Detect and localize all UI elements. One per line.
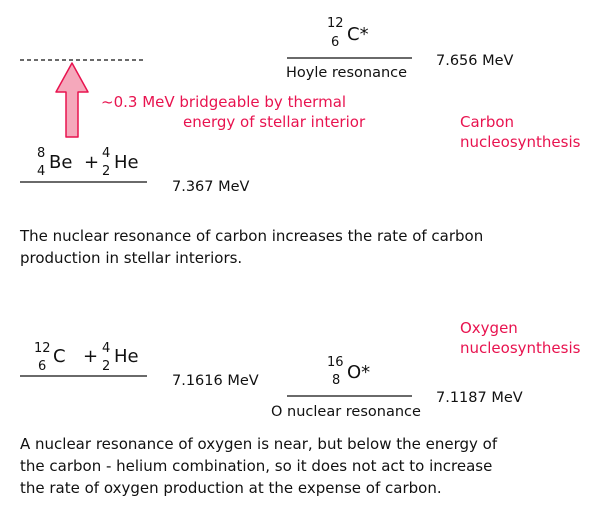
helium4-mass-number: 4 xyxy=(102,146,110,161)
oxygen-title-line1: Oxygen xyxy=(460,319,518,337)
oxygen-description: A nuclear resonance of oxygen is near, b… xyxy=(20,433,497,499)
helium4-reactant-atomic-number: 2 xyxy=(102,359,110,374)
oxygen-title-line2: nucleosynthesis xyxy=(460,339,581,357)
oxygen16-atomic-number: 8 xyxy=(332,373,340,388)
carbon-description-line1: The nuclear resonance of carbon increase… xyxy=(20,227,484,245)
oxygen-resonance-energy: 7.1187 MeV xyxy=(436,390,523,406)
oxygen-resonance-label: O nuclear resonance xyxy=(271,404,421,420)
carbon-description-line2: production in stellar interiors. xyxy=(20,249,243,267)
oxygen-description-line1: A nuclear resonance of oxygen is near, b… xyxy=(20,435,498,453)
energy-gap-arrow-icon xyxy=(55,62,89,138)
oxygen-description-line3: the rate of oxygen production at the exp… xyxy=(20,479,442,497)
helium-reactant-symbol: He xyxy=(114,346,139,367)
energy-gap-note-line2: energy of stellar interior xyxy=(183,113,366,131)
carbon12-excited-symbol: C* xyxy=(347,24,369,45)
oxygen16-excited-symbol: O* xyxy=(347,362,370,383)
carbon-reaction-plus: + xyxy=(84,152,99,173)
oxygen-reaction-plus: + xyxy=(83,346,98,367)
hoyle-resonance-label: Hoyle resonance xyxy=(286,65,407,81)
beryllium8-mass-number: 8 xyxy=(37,146,45,161)
carbon-title-line1: Carbon xyxy=(460,113,514,131)
helium4-atomic-number: 2 xyxy=(102,164,110,179)
energy-gap-note-line1: ~0.3 MeV bridgeable by thermal xyxy=(101,93,346,111)
oxygen-description-line2: the carbon - helium combination, so it d… xyxy=(20,457,493,475)
carbon12-atomic-number: 6 xyxy=(331,35,339,50)
oxygen16-mass-number: 16 xyxy=(327,355,344,370)
carbon12-mass-number: 12 xyxy=(327,16,344,31)
carbon12-reactant-atomic-number: 6 xyxy=(38,359,46,374)
beryllium-symbol: Be xyxy=(49,152,72,173)
beryllium8-atomic-number: 4 xyxy=(37,164,45,179)
carbon12-reactant-mass-number: 12 xyxy=(34,341,51,356)
helium-symbol: He xyxy=(114,152,139,173)
carbon-title-line2: nucleosynthesis xyxy=(460,133,581,151)
carbon-symbol: C xyxy=(53,346,66,367)
carbon-description: The nuclear resonance of carbon increase… xyxy=(20,225,483,269)
hoyle-resonance-energy: 7.656 MeV xyxy=(436,53,514,69)
be-he-energy: 7.367 MeV xyxy=(172,179,250,195)
helium4-reactant-mass-number: 4 xyxy=(102,341,110,356)
c-he-energy: 7.1616 MeV xyxy=(172,373,259,389)
